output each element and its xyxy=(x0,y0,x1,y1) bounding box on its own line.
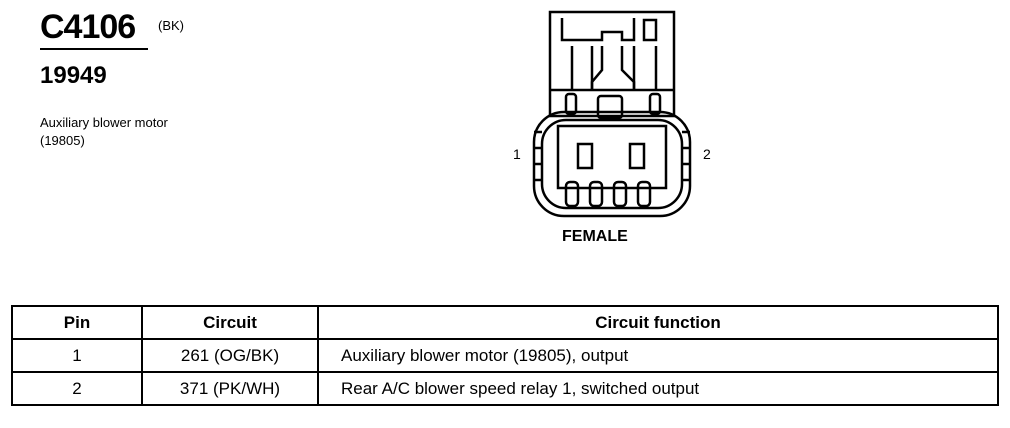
connector-gender: FEMALE xyxy=(562,228,628,245)
column-header-function: Circuit function xyxy=(317,305,999,340)
cell-circuit: 371 (PK/WH) xyxy=(141,371,319,406)
table-row: 1 261 (OG/BK) Auxiliary blower motor (19… xyxy=(11,338,999,373)
cell-function: Auxiliary blower motor (19805), output xyxy=(317,338,999,373)
terminal-cavity-1 xyxy=(576,142,594,170)
cell-pin: 1 xyxy=(11,338,143,373)
connector-latch xyxy=(560,18,636,42)
cell-function: Rear A/C blower speed relay 1, switched … xyxy=(317,371,999,406)
terminal-cavity-2 xyxy=(628,142,646,170)
pin-2-label: 2 xyxy=(703,146,711,162)
connector-code: C4106 xyxy=(40,8,136,46)
connector-code-underline xyxy=(40,48,148,50)
pinout-table: Pin Circuit Circuit function 1 261 (OG/B… xyxy=(11,305,999,406)
connector-face-diagram xyxy=(532,10,692,218)
component-description: Auxiliary blower motor (19805) xyxy=(40,115,168,148)
table-header-row: Pin Circuit Circuit function xyxy=(11,305,999,340)
cell-pin: 2 xyxy=(11,371,143,406)
column-header-circuit: Circuit xyxy=(141,305,319,340)
table-row: 2 371 (PK/WH) Rear A/C blower speed rela… xyxy=(11,371,999,406)
part-number: 19949 xyxy=(40,62,107,89)
connector-key xyxy=(590,46,636,90)
connector-latch-window xyxy=(642,18,658,42)
cell-circuit: 261 (OG/BK) xyxy=(141,338,319,373)
terminal-block xyxy=(556,124,668,190)
pin-1-label: 1 xyxy=(513,146,521,162)
column-header-pin: Pin xyxy=(11,305,143,340)
connector-upper-housing xyxy=(548,10,676,118)
wire-color: (BK) xyxy=(158,18,184,33)
